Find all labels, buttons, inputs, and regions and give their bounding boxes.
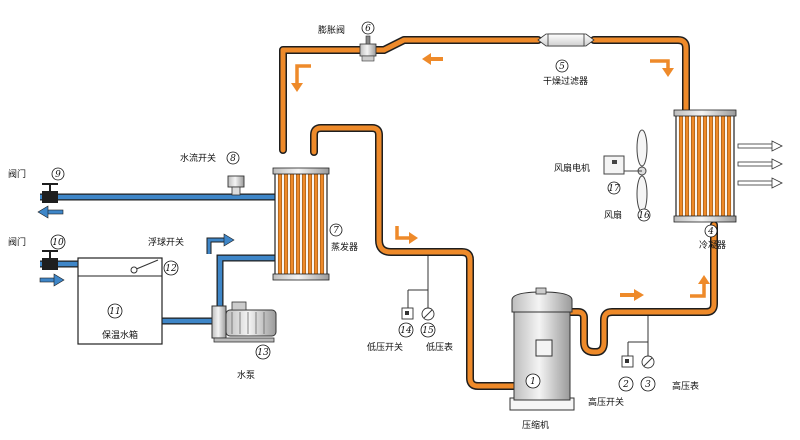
evaporator-label: 蒸发器 (331, 241, 358, 253)
evaporator-num: 7 (333, 226, 339, 236)
low-pressure-switch-num: 14 (400, 326, 412, 336)
coil-tube (702, 115, 708, 217)
evaporator (272, 167, 330, 281)
water-up-arrow (206, 233, 235, 254)
coil-tube (313, 173, 319, 275)
ref-arrow-up-bend (690, 275, 710, 298)
coil-tube (283, 173, 289, 275)
valve-top-label: 阀门 (8, 168, 26, 180)
water-pump (211, 301, 277, 343)
labels: 膨胀阀 6 5 干燥过滤器 4 冷凝器 风扇电机 17 风扇 16 7 蒸发器 … (8, 21, 726, 431)
expansion-valve (359, 35, 377, 62)
insulated-water-tank (77, 257, 163, 345)
ref-arrow-top-left (422, 53, 443, 65)
fan-motor-num: 17 (608, 184, 620, 194)
coil-tube (319, 173, 325, 275)
low-pressure-switch (401, 307, 414, 320)
high-pressure-switch-label: 高压开关 (588, 396, 624, 408)
low-pressure-gauge-label: 低压表 (426, 341, 453, 353)
coil-tube (726, 115, 732, 217)
coil-tube (295, 173, 301, 275)
coil-tube (678, 115, 684, 217)
high-pressure-taps (627, 316, 649, 356)
flow-switch-label: 水流开关 (180, 152, 216, 164)
coil-tube (696, 115, 702, 217)
flow-switch (227, 175, 245, 196)
coil-tube (684, 115, 690, 217)
expansion-valve-label: 膨胀阀 (318, 24, 345, 36)
high-pressure-switch-num: 2 (622, 380, 629, 390)
coil-tube (289, 173, 295, 275)
float-switch (130, 259, 159, 274)
filter-drier-label: 干燥过滤器 (543, 75, 588, 87)
flow-arrows (37, 53, 783, 301)
coil-tube (301, 173, 307, 275)
flow-switch-num: 8 (230, 154, 236, 164)
fan-label: 风扇 (604, 209, 622, 221)
valve-bottom-label: 阀门 (8, 236, 26, 248)
condenser (673, 109, 737, 223)
low-pressure-switch-label: 低压开关 (367, 341, 403, 353)
tank-num: 11 (109, 307, 120, 317)
valve-top-num: 9 (55, 170, 61, 180)
air-out-arrows (737, 140, 783, 189)
ref-arrow-top-right-bend (650, 59, 674, 77)
ref-arrow-mid (395, 226, 418, 244)
float-switch-num: 12 (165, 264, 177, 274)
high-pressure-gauge (641, 355, 655, 369)
fan (624, 129, 648, 213)
water-out-arrow (37, 205, 64, 219)
valve-bottom (42, 250, 58, 270)
expansion-valve-num: 6 (365, 24, 371, 34)
valve-top (42, 183, 58, 203)
low-pressure-gauge-num: 15 (422, 326, 434, 336)
ref-arrow-right (620, 289, 644, 301)
coil-tube (307, 173, 313, 275)
coil-tube (690, 115, 696, 217)
condenser-num: 4 (707, 227, 714, 237)
coil-tube (714, 115, 720, 217)
high-pressure-gauge-label: 高压表 (672, 380, 699, 392)
fan-motor-label: 风扇电机 (554, 162, 590, 174)
compressor (509, 287, 575, 411)
fan-num: 16 (638, 211, 650, 221)
coil-tube (708, 115, 714, 217)
condenser-label: 冷凝器 (699, 239, 726, 251)
tank-label: 保温水箱 (102, 329, 138, 341)
low-pressure-taps (407, 256, 429, 308)
compressor-num: 1 (530, 377, 536, 387)
filter-drier (537, 33, 595, 47)
water-in-arrow (39, 273, 65, 287)
compressor-label: 压缩机 (522, 419, 549, 431)
coil-tube (720, 115, 726, 217)
refrigerant-piping (279, 36, 718, 390)
ref-arrow-down-left (291, 64, 311, 92)
pump-num: 13 (257, 348, 269, 358)
coil-tube (277, 173, 283, 275)
high-pressure-switch (621, 355, 634, 368)
filter-drier-num: 5 (559, 62, 565, 72)
valve-bottom-num: 10 (52, 238, 64, 248)
fan-motor (603, 155, 625, 175)
float-switch-label: 浮球开关 (148, 236, 184, 248)
high-pressure-gauge-num: 3 (645, 380, 651, 390)
low-pressure-gauge (421, 307, 435, 321)
pump-label: 水泵 (237, 369, 255, 381)
